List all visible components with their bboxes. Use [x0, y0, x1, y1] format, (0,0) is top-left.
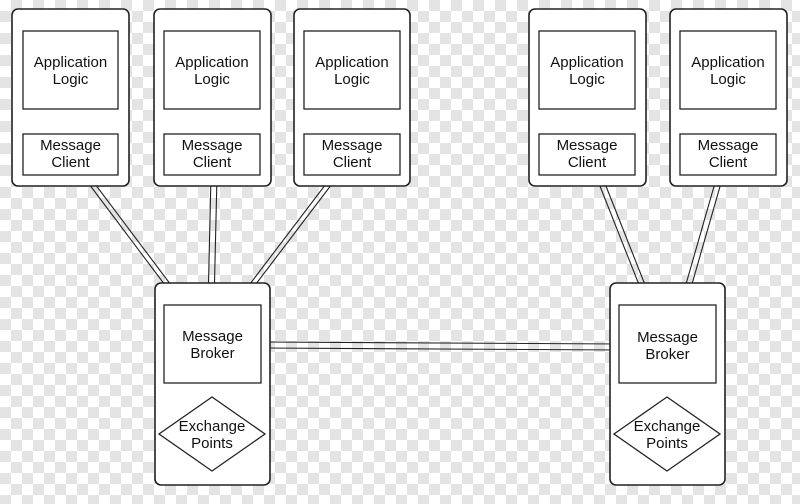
application-logic-box: Application Logic: [22, 30, 119, 110]
exchange-points-diamond: Exchange Points: [612, 396, 722, 472]
message-client-label-line1: Message: [322, 137, 383, 154]
client-node-5: Application Logic Message Client: [669, 8, 788, 187]
message-broker-label-line2: Broker: [645, 346, 689, 363]
broker-node-1: Message Broker Exchange Points: [154, 282, 271, 486]
message-client-label-line1: Message: [40, 137, 101, 154]
message-client-label-line1: Message: [557, 137, 618, 154]
exchange-points-diamond: Exchange Points: [157, 396, 267, 472]
application-logic-label-line1: Application: [691, 54, 764, 71]
client-node-2: Application Logic Message Client: [153, 8, 272, 187]
message-client-label-line2: Client: [51, 154, 90, 171]
exchange-points-label-line2: Points: [646, 435, 688, 452]
application-logic-label-line2: Logic: [194, 71, 230, 88]
message-client-label-line1: Message: [698, 137, 759, 154]
exchange-points-label-line1: Exchange: [179, 418, 246, 435]
message-client-box: Message Client: [303, 133, 401, 176]
message-broker-label-line1: Message: [182, 328, 243, 345]
client-node-1: Application Logic Message Client: [11, 8, 130, 187]
message-broker-label-line2: Broker: [190, 345, 234, 362]
message-broker-box: Message Broker: [618, 304, 717, 384]
application-logic-label-line1: Application: [34, 54, 107, 71]
application-logic-label-line1: Application: [175, 54, 248, 71]
message-client-box: Message Client: [538, 133, 636, 176]
application-logic-box: Application Logic: [538, 30, 636, 110]
exchange-points-label-line2: Points: [191, 435, 233, 452]
client-node-4: Application Logic Message Client: [528, 8, 647, 187]
message-client-label-line1: Message: [182, 137, 243, 154]
message-client-box: Message Client: [22, 133, 119, 176]
exchange-points-label-line1: Exchange: [634, 418, 701, 435]
message-client-label-line2: Client: [709, 154, 748, 171]
application-logic-label-line2: Logic: [53, 71, 89, 88]
client-node-3: Application Logic Message Client: [293, 8, 411, 187]
message-client-label-line2: Client: [193, 154, 232, 171]
message-client-box: Message Client: [163, 133, 261, 176]
message-client-label-line2: Client: [333, 154, 372, 171]
application-logic-box: Application Logic: [679, 30, 777, 110]
application-logic-label-line2: Logic: [334, 71, 370, 88]
application-logic-label-line1: Application: [550, 54, 623, 71]
application-logic-box: Application Logic: [163, 30, 261, 110]
message-broker-box: Message Broker: [163, 304, 262, 384]
message-client-label-line2: Client: [568, 154, 607, 171]
application-logic-label-line2: Logic: [710, 71, 746, 88]
message-client-box: Message Client: [679, 133, 777, 176]
application-logic-label-line2: Logic: [569, 71, 605, 88]
application-logic-box: Application Logic: [303, 30, 401, 110]
message-broker-label-line1: Message: [637, 329, 698, 346]
application-logic-label-line1: Application: [315, 54, 388, 71]
connection-broker-broker: [262, 341, 621, 351]
broker-node-2: Message Broker Exchange Points: [609, 282, 726, 486]
